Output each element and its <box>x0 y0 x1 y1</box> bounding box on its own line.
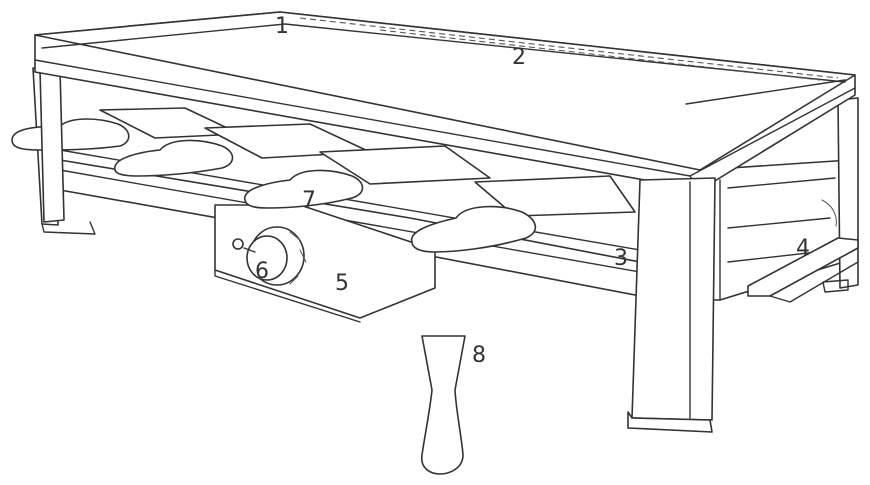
raclette-pans <box>99 107 636 217</box>
grill-plate <box>34 11 856 191</box>
leg-front-left <box>39 69 65 223</box>
callout-7: 7 <box>302 188 316 213</box>
tray-handle <box>747 237 859 303</box>
spatula <box>420 335 466 475</box>
leg-front-right <box>627 177 716 433</box>
thermostat-knob <box>232 226 307 286</box>
callout-5: 5 <box>335 271 349 296</box>
callout-labels: 1 2 3 4 5 6 7 8 <box>255 14 810 368</box>
callout-2: 2 <box>512 45 526 70</box>
callout-4: 4 <box>796 236 810 261</box>
callout-1: 1 <box>275 14 289 39</box>
callout-3: 3 <box>614 246 628 271</box>
callout-6: 6 <box>255 259 269 284</box>
callout-8: 8 <box>472 343 486 368</box>
